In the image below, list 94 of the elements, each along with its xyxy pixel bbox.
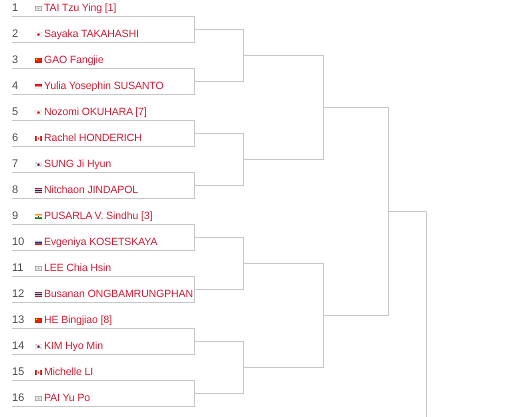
player-slot — [12, 390, 194, 407]
seed-number: 3 — [12, 53, 18, 67]
bracket-line — [194, 341, 243, 342]
bracket-connector — [242, 159, 244, 186]
bracket-connector — [242, 367, 244, 394]
seed-number: 4 — [12, 79, 18, 93]
bracket-connector — [194, 120, 195, 134]
bracket-line — [243, 367, 323, 368]
seed-number: 15 — [12, 365, 24, 379]
player-name: HE Bingjiao [8] — [44, 313, 112, 327]
bracket-connector — [194, 29, 195, 43]
bracket-line — [243, 159, 323, 160]
bracket-connector — [322, 263, 324, 316]
bracket-line — [323, 107, 388, 108]
player-slot — [12, 208, 194, 225]
seed-number: 16 — [12, 391, 24, 405]
bracket-connector — [322, 55, 324, 108]
bracket-connector — [242, 29, 244, 56]
bracket-connector — [194, 224, 195, 238]
bracket-connector — [242, 341, 244, 368]
seed-number: 7 — [12, 157, 18, 171]
player-name: Yulia Yosephin SUSANTO — [44, 79, 164, 93]
bracket-connector — [194, 133, 195, 147]
bracket-line — [388, 211, 426, 212]
seed-number: 8 — [12, 183, 18, 197]
seed-number: 14 — [12, 339, 24, 353]
seed-number: 5 — [12, 105, 18, 119]
player-slot — [12, 0, 194, 17]
player-slot — [12, 286, 194, 303]
seed-number: 11 — [12, 261, 24, 275]
player-name: Busanan ONGBAMRUNGPHAN — [44, 287, 193, 301]
bracket-connector — [194, 341, 195, 355]
seed-number: 1 — [12, 1, 18, 15]
player-slot — [12, 260, 194, 277]
player-slot — [12, 104, 194, 121]
bracket-line — [194, 29, 243, 30]
seed-number: 13 — [12, 313, 24, 327]
bracket-line — [243, 55, 323, 56]
bracket-line — [243, 263, 323, 264]
bracket-line — [194, 185, 243, 186]
player-name: Nitchaon JINDAPOL — [44, 183, 138, 197]
player-slot — [12, 364, 194, 381]
bracket-line — [323, 315, 388, 316]
player-name: LEE Chia Hsin — [44, 261, 111, 275]
player-name: Nozomi OKUHARA [7] — [44, 105, 147, 119]
player-slot — [12, 78, 194, 95]
bracket-line — [194, 289, 243, 290]
bracket-connector — [322, 107, 324, 160]
seed-number: 2 — [12, 27, 18, 41]
player-slot — [12, 312, 194, 329]
player-name: TAI Tzu Ying [1] — [44, 1, 116, 15]
player-slot — [12, 338, 194, 355]
player-slot — [12, 234, 194, 251]
bracket-connector — [242, 133, 244, 160]
bracket-connector — [194, 380, 195, 394]
bracket-line — [194, 393, 243, 394]
player-slot — [12, 182, 194, 199]
player-name: Michelle LI — [44, 365, 94, 379]
bracket-connector — [242, 237, 244, 264]
bracket-connector — [194, 289, 195, 303]
player-slot — [12, 130, 194, 147]
player-name: Sayaka TAKAHASHI — [44, 27, 139, 41]
seed-number: 12 — [12, 287, 24, 301]
bracket-connector — [194, 328, 195, 342]
player-name: Rachel HONDERICH — [44, 131, 142, 145]
bracket-line — [194, 133, 243, 134]
player-name: PAI Yu Po — [44, 391, 90, 405]
bracket-connector — [194, 276, 195, 290]
seed-number: 6 — [12, 131, 18, 145]
player-name: PUSARLA V. Sindhu [3] — [44, 209, 152, 223]
player-slot — [12, 156, 194, 173]
bracket-connector — [242, 263, 244, 290]
player-name: SUNG Ji Hyun — [44, 157, 112, 171]
bracket-connector — [194, 185, 195, 199]
bracket-connector — [388, 211, 389, 316]
player-name: GAO Fangjie — [44, 53, 104, 67]
seed-number: 9 — [12, 209, 18, 223]
bracket-line — [194, 237, 243, 238]
bracket-connector — [194, 393, 195, 407]
player-name: Evgeniya KOSETSKAYA — [44, 235, 158, 249]
bracket-connector — [426, 211, 427, 417]
bracket-line — [194, 81, 243, 82]
player-slot — [12, 26, 194, 43]
bracket-connector — [194, 172, 195, 186]
player-slot — [12, 52, 194, 69]
player-name: KIM Hyo Min — [44, 339, 103, 353]
bracket-connector — [194, 16, 195, 30]
bracket-connector — [194, 81, 195, 95]
bracket-connector — [242, 55, 244, 82]
bracket-connector — [194, 68, 195, 82]
bracket-connector — [194, 237, 195, 251]
bracket-connector — [322, 315, 324, 368]
seed-number: 10 — [12, 235, 24, 249]
bracket-connector — [388, 107, 389, 212]
